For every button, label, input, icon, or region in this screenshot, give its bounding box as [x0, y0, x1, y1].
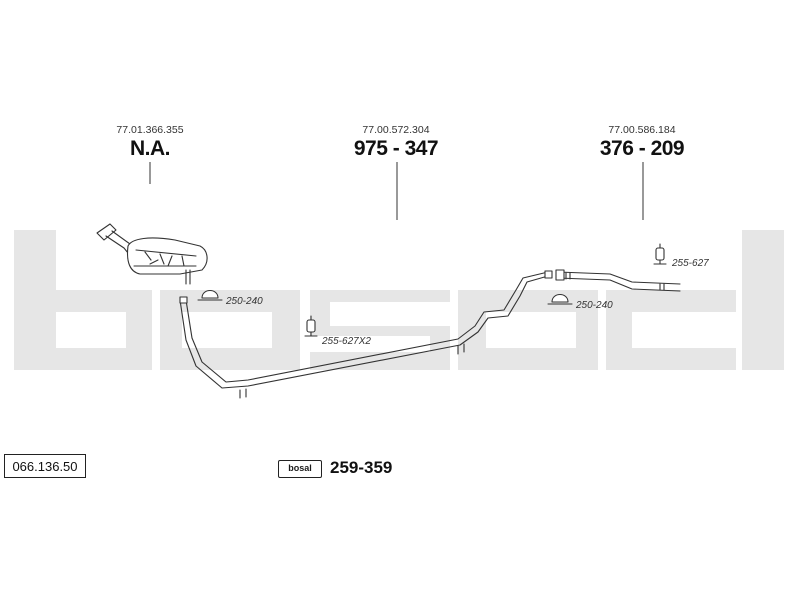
code-middle: 975 - 347	[353, 137, 439, 160]
part-number-left: 77.01.366.355	[116, 124, 184, 136]
part-number-right: 77.00.586.184	[608, 124, 676, 136]
rear-pipe	[555, 269, 681, 292]
clamp-left-icon	[197, 289, 223, 301]
clamp-right-label: 250-240	[576, 300, 613, 311]
hanger-mid-label: 255-627X2	[322, 336, 371, 347]
center-pipe	[179, 270, 553, 399]
clamp-right-icon	[547, 293, 573, 305]
bosal-logo-icon: bosal	[278, 460, 322, 478]
hanger-right-icon	[653, 243, 667, 265]
catalog-number-box: 066.136.50	[4, 454, 86, 478]
clamp-left-label: 250-240	[226, 296, 263, 307]
kit-number: 259-359	[330, 458, 393, 477]
code-left: N.A.	[130, 137, 171, 160]
front-muffler	[96, 223, 208, 285]
code-right: 376 - 209	[599, 137, 685, 160]
hanger-mid-icon	[304, 315, 318, 337]
part-number-middle: 77.00.572.304	[362, 124, 430, 136]
leader-lines	[149, 162, 644, 220]
hanger-right-label: 255-627	[672, 258, 709, 269]
